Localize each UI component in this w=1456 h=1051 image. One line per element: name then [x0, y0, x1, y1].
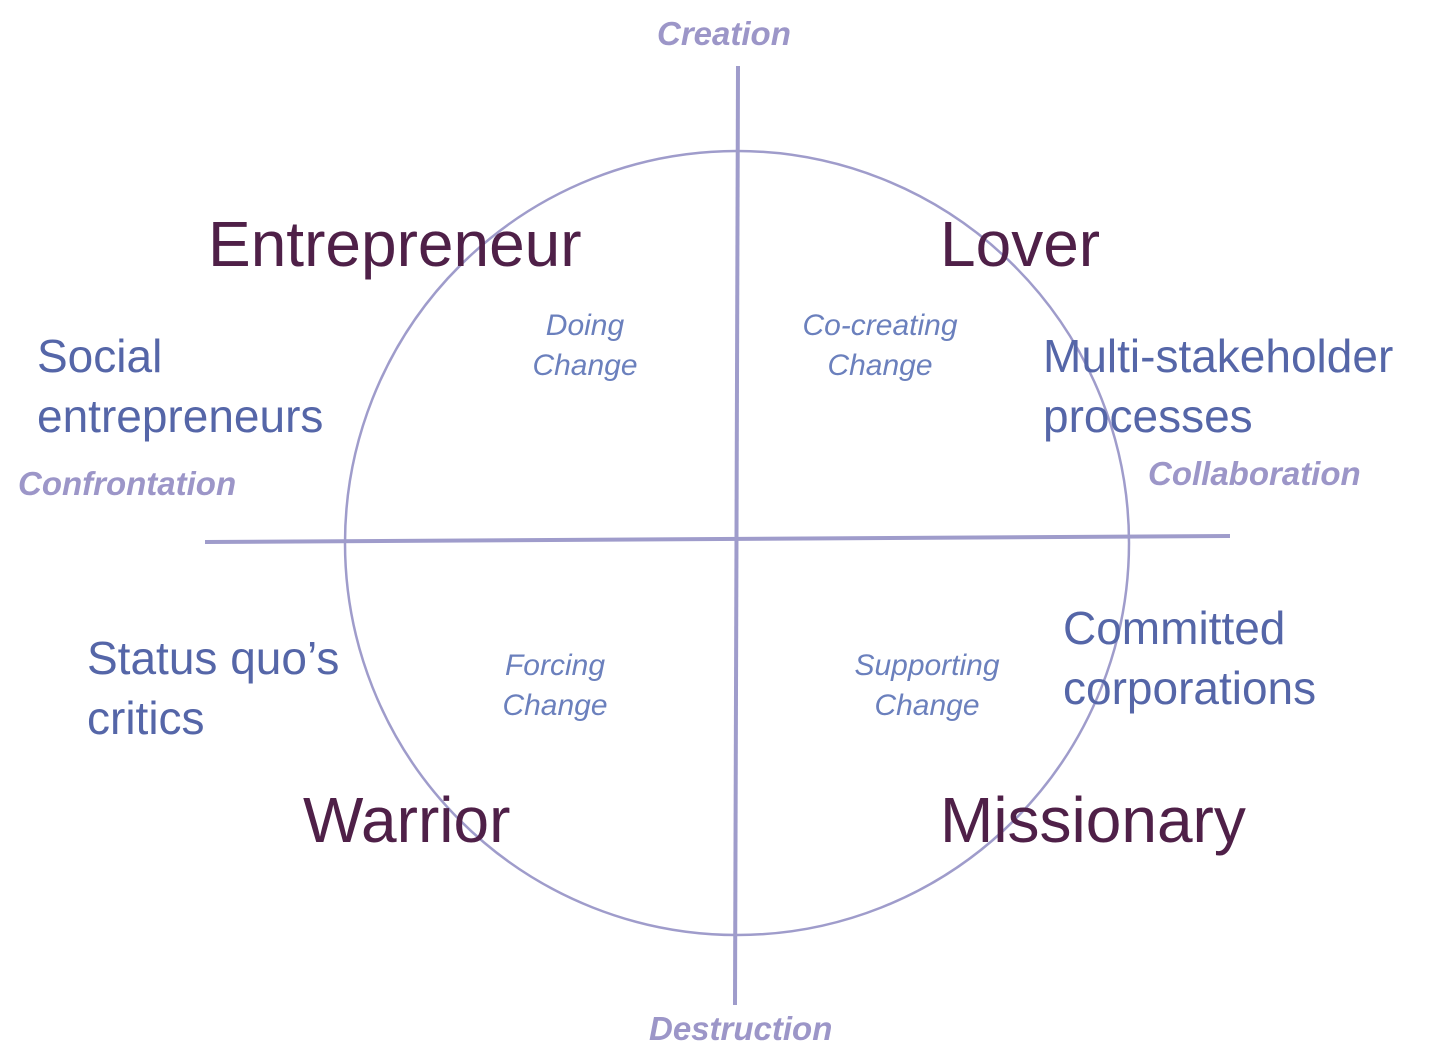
actor-line: Status quo’s: [87, 632, 340, 684]
mode-line: Change: [502, 689, 608, 722]
horizontal-axis-line: [204, 534, 1231, 544]
actor-line: corporations: [1063, 662, 1317, 714]
actor-social-entrepreneurs: Social entrepreneurs: [37, 326, 323, 446]
mode-forcing-change: Forcing Change: [475, 646, 635, 726]
mode-line: Supporting: [854, 649, 1000, 682]
axis-label-confrontation: Confrontation: [18, 465, 237, 502]
actor-committed-corporations: Committed corporations: [1063, 598, 1316, 718]
actor-line: processes: [1043, 390, 1253, 442]
role-lover: Lover: [940, 208, 1101, 280]
mode-line: Co-creating: [802, 309, 958, 342]
actor-status-quos-critics: Status quo’s critics: [87, 628, 339, 748]
actor-multi-stakeholder-processes: Multi-stakeholder processes: [1043, 326, 1393, 446]
mode-co-creating-change: Co-creating Change: [785, 306, 975, 386]
mode-line: Doing: [545, 309, 625, 342]
axis-label-creation: Creation: [657, 15, 791, 52]
mode-line: Change: [827, 349, 933, 382]
role-missionary: Missionary: [940, 784, 1246, 856]
role-entrepreneur: Entrepreneur: [208, 208, 582, 280]
mode-line: Change: [874, 689, 980, 722]
axis-label-destruction: Destruction: [649, 1010, 833, 1047]
axis-label-collaboration: Collaboration: [1148, 455, 1361, 492]
mode-line: Forcing: [504, 649, 606, 682]
mode-doing-change: Doing Change: [505, 306, 665, 386]
actor-line: Committed: [1063, 602, 1286, 654]
actor-line: entrepreneurs: [37, 390, 324, 442]
actor-line: critics: [87, 692, 205, 744]
mode-supporting-change: Supporting Change: [837, 646, 1017, 726]
role-warrior: Warrior: [303, 784, 511, 856]
actor-line: Multi-stakeholder: [1043, 330, 1394, 382]
vertical-axis-line: [733, 65, 740, 1006]
actor-line: Social: [37, 330, 163, 382]
mode-line: Change: [532, 349, 638, 382]
